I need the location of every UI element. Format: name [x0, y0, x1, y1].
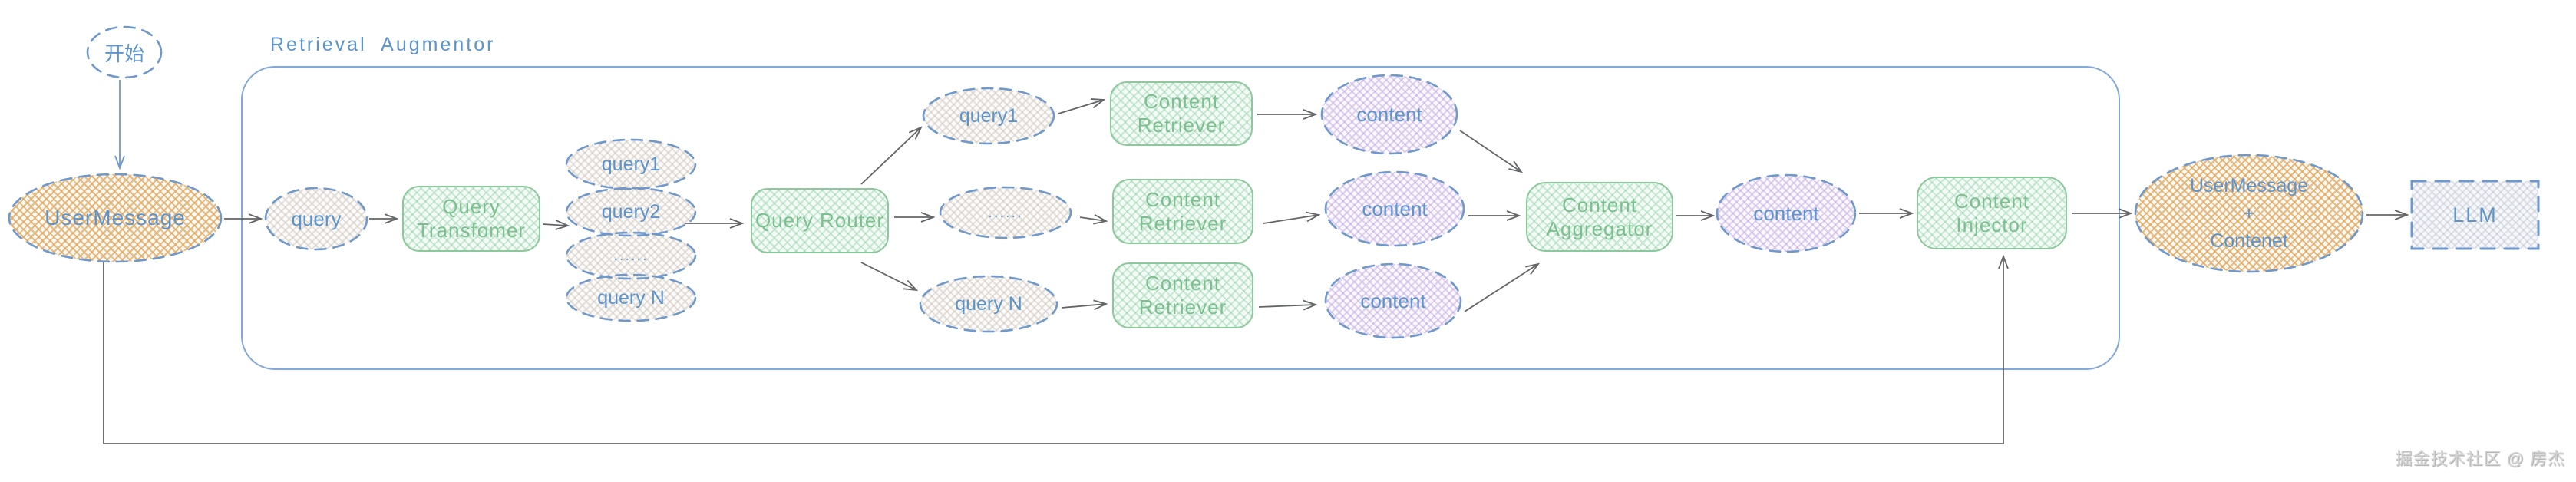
node-stack-query2: query2 [566, 188, 695, 236]
node-content-retriever-2: Content Retriever [1112, 179, 1253, 244]
node-start: 开始 [104, 41, 144, 65]
node-user-message: UserMessage [9, 174, 221, 262]
node-content-retriever-1: Content Retriever [1110, 81, 1253, 146]
node-branch-ellipsis: ...... [940, 187, 1071, 238]
container-title: Retrieval Augmentor [270, 34, 496, 55]
node-stack-queryN: query N [566, 275, 695, 321]
node-stack-ellipsis: ...... [566, 233, 695, 279]
node-content-aggregated: content [1717, 175, 1855, 252]
node-query-router: Query Router [751, 188, 889, 253]
node-user-message-plus-content: UserMessage + Contenet [2135, 155, 2363, 272]
node-branch-queryN: query N [920, 276, 1057, 332]
node-stack-query1: query1 [566, 140, 695, 189]
node-llm: LLM [2412, 181, 2538, 249]
node-query-transfomer: Query Transfomer [402, 186, 540, 252]
node-query: query [266, 188, 367, 249]
node-branch-query1: query1 [923, 88, 1054, 144]
node-content-injector: Content Injector [1917, 177, 2067, 249]
watermark: 掘金技术社区 @ 房杰 [2395, 449, 2565, 468]
node-content-3: content [1326, 264, 1461, 338]
node-content-1: content [1322, 75, 1457, 154]
node-content-2: content [1326, 172, 1464, 246]
node-content-retriever-3: Content Retriever [1112, 262, 1253, 328]
node-content-aggregator: Content Aggregator [1526, 182, 1673, 252]
